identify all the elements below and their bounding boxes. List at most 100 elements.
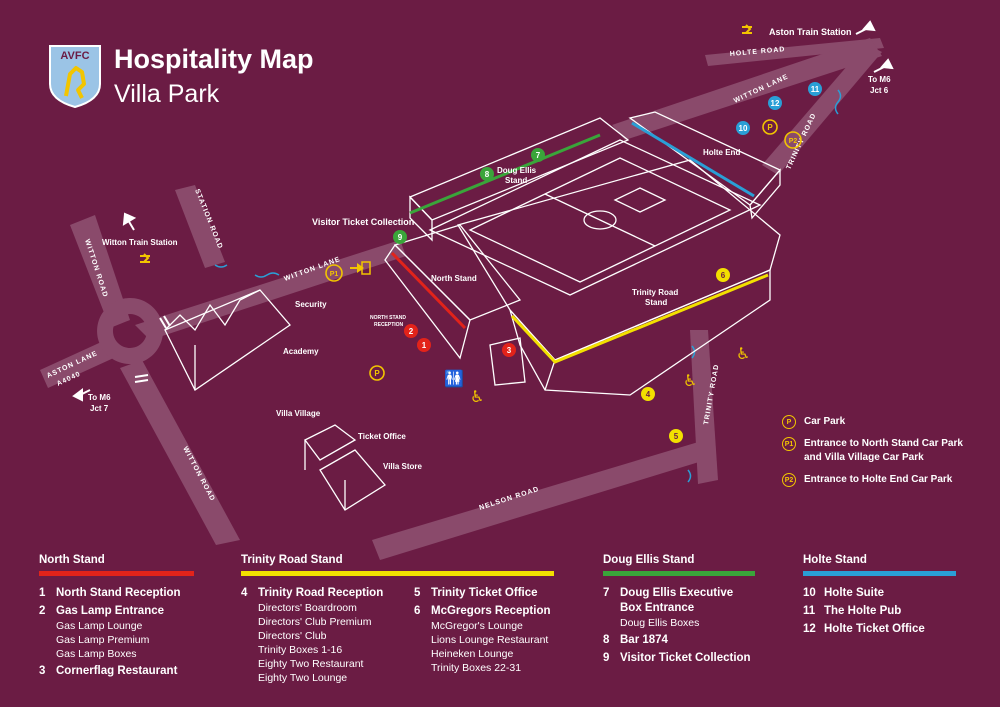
label-holte-end: Holte End [703, 148, 740, 157]
key-sub-item: Gas Lamp Premium [56, 634, 150, 646]
svg-text:P1: P1 [330, 271, 339, 278]
svg-text:8: 8 [485, 170, 490, 179]
key-heading: Holte Stand [803, 554, 867, 566]
marker-4[interactable]: 4 [641, 387, 655, 401]
road-trinity-bottom [690, 330, 718, 484]
marker-car-park[interactable]: P [762, 119, 778, 135]
north-stand-roof [393, 224, 522, 321]
marker-12[interactable]: 12 [768, 96, 782, 110]
label-visitor-ticket-collection: Visitor Ticket Collection [312, 217, 414, 227]
label-doug-ellis-line2: Stand [505, 176, 527, 185]
road-witton-lane-mid [135, 240, 406, 340]
car-park-icon: P [782, 415, 796, 429]
marker-car-park[interactable]: P [369, 365, 385, 381]
svg-text:9: 9 [398, 233, 403, 242]
marker-2[interactable]: 2 [404, 324, 418, 338]
svg-text:P: P [767, 123, 773, 132]
label-north-stand: North Stand [431, 274, 477, 283]
label-to-m6-jct6-line1: To M6 [868, 75, 891, 84]
north-stand-face [384, 243, 471, 360]
marker-11[interactable]: 11 [808, 82, 822, 96]
label-to-m6-jct7-line2: Jct 7 [90, 404, 109, 413]
ticket-office-building [304, 424, 357, 461]
road-witton-left [70, 215, 130, 328]
rail-icon [140, 24, 752, 263]
pitch-surround [428, 139, 762, 296]
label-ticket-office: Ticket Office [358, 432, 406, 441]
marker-5[interactable]: 5 [669, 429, 683, 443]
label-academy: Academy [283, 347, 319, 356]
marker-9[interactable]: 9 [393, 230, 407, 244]
doug-ellis-highlight [409, 133, 601, 215]
label-villa-village: Villa Village [276, 409, 321, 418]
marker-6[interactable]: 6 [716, 268, 730, 282]
legend-p2: P2 Entrance to Holte End Car Park [782, 473, 974, 487]
svg-text:1: 1 [422, 341, 427, 350]
key-sub-item: Trinity Boxes 22-31 [431, 662, 522, 674]
accessible-icon: ♿ [736, 344, 750, 363]
road-markings [134, 315, 171, 383]
key-sub-item: Heineken Lounge [431, 648, 514, 660]
map-labels: Aston Train Station To M6 Jct 6 Witton T… [88, 27, 891, 471]
trinity-face [509, 269, 771, 396]
marker-3[interactable]: 3 [502, 343, 516, 357]
key-heading: North Stand [39, 554, 105, 566]
svg-text:4: 4 [646, 390, 651, 399]
road-aston-lane [40, 338, 118, 388]
pitch [468, 157, 732, 283]
stadium [384, 111, 782, 396]
label-aston-train-station: Aston Train Station [769, 27, 852, 37]
svg-text:P2: P2 [789, 138, 798, 145]
road-station [175, 185, 225, 268]
road-nelson [372, 440, 712, 560]
label-doug-ellis-line1: Doug Ellis [497, 166, 537, 175]
marker-7[interactable]: 7 [531, 148, 545, 162]
marker-8[interactable]: 8 [480, 167, 494, 181]
toilets-icon: 🚻 [444, 369, 464, 388]
key-sub-item: Directors' Boardroom [258, 602, 357, 614]
key-sub-item: McGregor's Lounge [431, 620, 523, 632]
label-to-m6-jct6-line2: Jct 6 [870, 86, 889, 95]
roundabout [97, 298, 164, 364]
holte-color-bar [803, 571, 956, 576]
key-sub-item: Doug Ellis Boxes [620, 617, 700, 629]
svg-text:10: 10 [739, 124, 748, 133]
avfc-crest-logo: AVFC [49, 45, 101, 108]
p1-icon: P1 [782, 437, 796, 451]
holte-highlight [631, 121, 755, 198]
markers: 1 2 3 4 5 6 7 8 9 10 11 12 P P P1 P2 [325, 82, 822, 443]
accessible-icon: ♿ [683, 371, 697, 390]
marker-p1[interactable]: P1 [325, 264, 343, 282]
label-villa-store: Villa Store [383, 462, 423, 471]
svg-text:5: 5 [674, 432, 679, 441]
road-witton-bottom [120, 360, 240, 545]
svg-text:2: 2 [409, 327, 414, 336]
p2-icon: P2 [782, 473, 796, 487]
marker-p2[interactable]: P2 [784, 131, 802, 149]
legend-text: Car Park [804, 416, 846, 427]
key-sub-item: Gas Lamp Boxes [56, 648, 137, 660]
marker-10[interactable]: 10 [736, 121, 750, 135]
svg-text:7: 7 [536, 151, 541, 160]
key-sub-item: Lions Lounge Restaurant [431, 634, 549, 646]
key-sub-item: Trinity Boxes 1-16 [258, 644, 343, 656]
svg-text:12: 12 [771, 99, 780, 108]
north-highlight [390, 251, 467, 330]
marker-1[interactable]: 1 [417, 338, 431, 352]
key-sub-item: Eighty Two Lounge [258, 672, 348, 684]
